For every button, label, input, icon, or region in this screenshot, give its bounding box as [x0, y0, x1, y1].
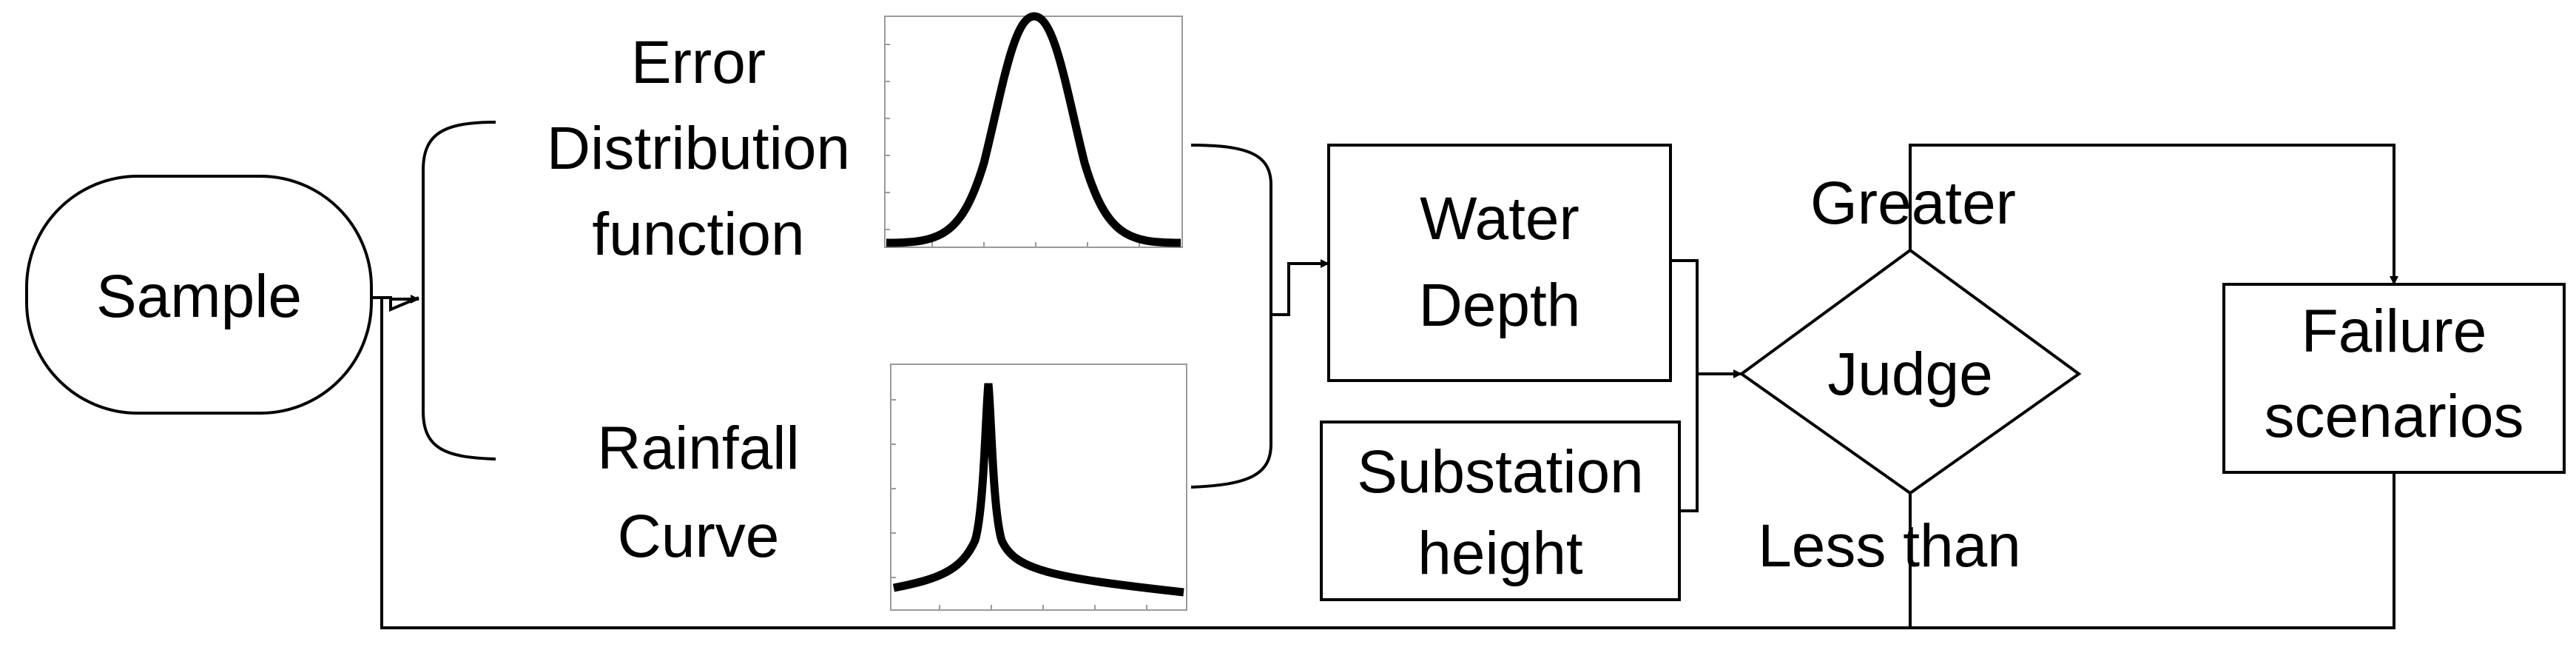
- less-than-loop-line: [380, 298, 1912, 629]
- greater-branch-line: [1909, 144, 2395, 267]
- water-depth-line-2: Depth: [1419, 272, 1581, 339]
- failure-return-line: [1910, 472, 2395, 629]
- judge-label: Judge: [1827, 341, 1992, 408]
- rainfall-line-2: Curve: [618, 503, 780, 570]
- error-distribution-plot: [884, 12, 1183, 248]
- sample-node: Sample: [25, 175, 373, 415]
- error-line-2: Distribution: [547, 115, 850, 182]
- rainfall-curve-label: Rainfall Curve: [597, 415, 799, 570]
- bell-curve: [886, 12, 1181, 247]
- left-brace: [422, 121, 496, 461]
- error-line-3: function: [592, 201, 804, 268]
- greater-label: Greater: [1810, 170, 2016, 237]
- error-distribution-label: Error Distribution function: [547, 29, 850, 268]
- right-brace: [1190, 144, 1272, 489]
- rainfall-curve-plot: [890, 364, 1187, 611]
- substation-line-1: Substation: [1357, 438, 1644, 506]
- judge-node: Judge: [1739, 248, 2082, 495]
- failure-line-1: Failure: [2302, 298, 2487, 365]
- failure-scenarios-node: Failure scenarios: [2222, 283, 2566, 474]
- water-depth-node: Water Depth: [1327, 144, 1672, 382]
- sample-label: Sample: [96, 263, 302, 330]
- substation-height-node: Substation height: [1320, 421, 1681, 601]
- rainfall-line-1: Rainfall: [597, 415, 799, 482]
- less-than-label: Less than: [1758, 512, 2021, 580]
- error-line-1: Error: [631, 29, 766, 96]
- water-depth-line-1: Water: [1420, 185, 1579, 252]
- brace-to-water-connector: [1271, 262, 1315, 316]
- peak-curve: [892, 383, 1184, 597]
- substation-line-2: height: [1417, 520, 1583, 587]
- failure-line-2: scenarios: [2265, 383, 2524, 450]
